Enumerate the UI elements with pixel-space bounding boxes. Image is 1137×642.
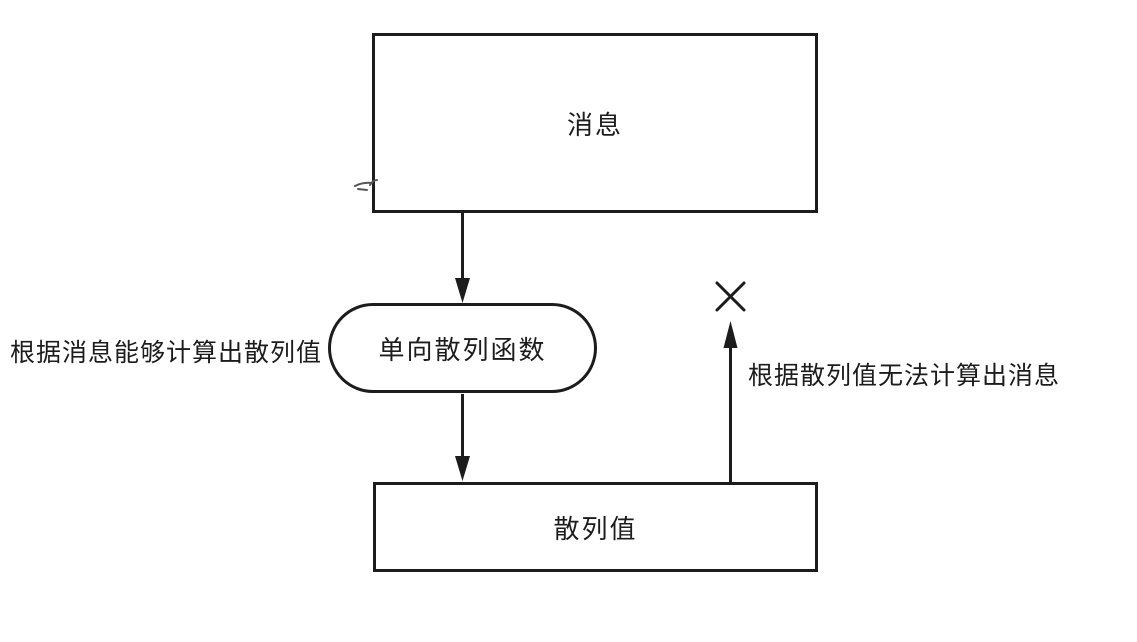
annotation-forward-computable: 根据消息能够计算出散列值 <box>10 338 323 367</box>
arrow-message-to-hash-function <box>455 213 470 303</box>
cross-icon <box>715 281 746 312</box>
arrowhead-up-icon <box>723 321 738 348</box>
arrowhead-down-icon <box>455 456 470 481</box>
node-hash-function: 单向散列函数 <box>328 303 597 393</box>
node-hash-function-label: 单向散列函数 <box>378 335 547 366</box>
annotation-reverse-impossible: 根据散列值无法计算出消息 <box>748 361 1061 390</box>
node-message: 消息 <box>372 33 818 213</box>
arrowhead-down-icon <box>455 278 470 303</box>
node-message-label: 消息 <box>566 110 623 141</box>
arrow-hash-value-upward-blocked <box>723 321 738 482</box>
node-hash-value-label: 散列值 <box>553 514 638 545</box>
arrow-hash-function-to-hash-value <box>455 394 470 481</box>
node-hash-value: 散列值 <box>373 482 818 572</box>
